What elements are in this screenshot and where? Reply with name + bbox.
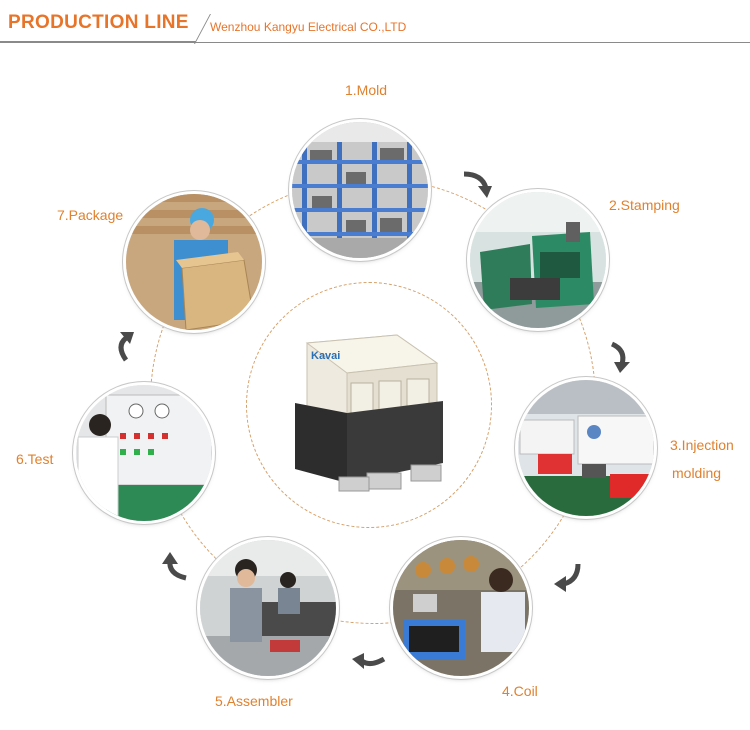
label-package: 7.Package — [57, 207, 124, 223]
header-rule-right — [196, 42, 750, 43]
header-rule-left — [0, 41, 196, 43]
arrow-1-to-2 — [460, 166, 494, 200]
photo-test — [76, 385, 212, 521]
page-header: PRODUCTION LINE Wenzhou Kangyu Electrica… — [0, 0, 750, 48]
photo-assembler — [200, 540, 336, 676]
brand-logo: Kavai — [311, 350, 340, 362]
photo-package — [126, 194, 262, 330]
contactor-image: Kavai — [295, 334, 443, 492]
arrow-3-to-4 — [552, 560, 586, 594]
arrow-6-to-7 — [112, 328, 146, 362]
photo-injection-molding — [518, 380, 654, 516]
arrow-4-to-5 — [352, 645, 386, 679]
label-test: 6.Test — [16, 451, 54, 467]
photo-stamping — [470, 192, 606, 328]
product-circle: Kavai — [246, 282, 492, 528]
arrow-2-to-3 — [604, 340, 638, 374]
company-name: Wenzhou Kangyu Electrical CO.,LTD — [210, 20, 407, 34]
label-stamping: 2.Stamping — [609, 197, 680, 213]
label-mold: 1.Mold — [345, 82, 388, 98]
header-divider — [194, 14, 211, 44]
label-injection: 3.Injection — [670, 437, 734, 453]
label-assembler: 5.Assembler — [215, 693, 293, 709]
label-coil: 4.Coil — [502, 683, 538, 699]
arrow-5-to-6 — [158, 550, 192, 584]
photo-mold — [292, 122, 428, 258]
page-title: PRODUCTION LINE — [8, 12, 189, 33]
label-molding: molding — [672, 465, 722, 481]
photo-coil — [393, 540, 529, 676]
